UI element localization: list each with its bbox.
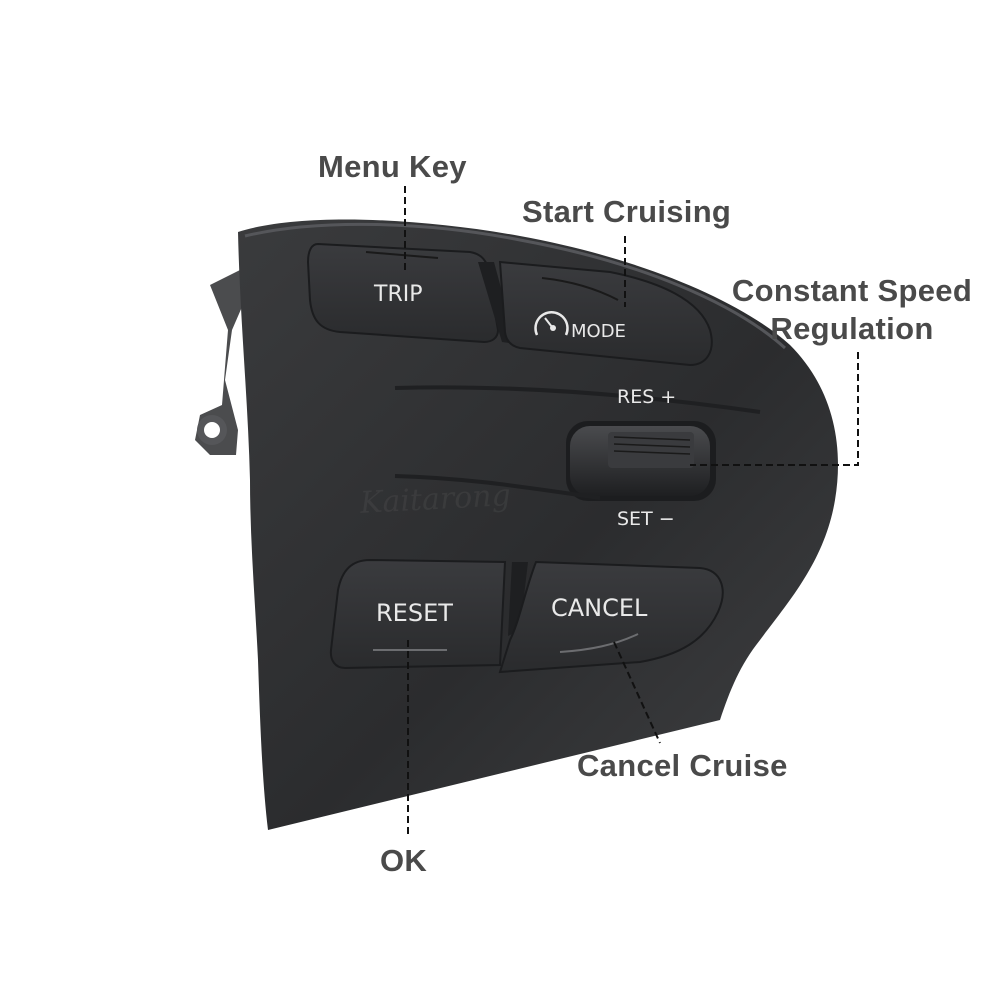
callout-constant-speed-line1: Constant Speed <box>731 273 973 308</box>
reset-button[interactable]: RESET <box>329 558 507 670</box>
mode-tactile-line <box>541 277 619 301</box>
trip-label: TRIP <box>373 282 422 307</box>
mode-label: MODE <box>571 321 626 342</box>
callout-constant-speed: Constant Speed Regulation <box>714 272 990 348</box>
callout-start-cruising: Start Cruising <box>522 194 732 229</box>
trip-button[interactable]: TRIP <box>306 242 500 344</box>
reset-label: RESET <box>376 599 453 627</box>
callout-constant-speed-line2: Regulation <box>770 311 934 346</box>
switch-body <box>238 219 838 830</box>
speedometer-icon <box>534 310 569 336</box>
callout-cancel-cruise: Cancel Cruise <box>577 748 788 783</box>
res-plus-label: RES + <box>617 386 676 408</box>
button-divider-lower <box>508 562 528 636</box>
speed-toggle-switch[interactable] <box>566 421 716 501</box>
cancel-button[interactable]: CANCEL <box>498 560 724 674</box>
leader-lines <box>404 186 859 838</box>
callout-menu-key: Menu Key <box>318 149 467 184</box>
trip-tactile-line <box>365 251 439 259</box>
leader-cancel-cruise <box>613 641 661 744</box>
housing-ridge <box>394 385 761 414</box>
leader-constant-speed <box>690 352 859 466</box>
housing-ridge-lower <box>394 474 601 500</box>
set-minus-label: SET − <box>617 508 675 530</box>
cancel-tactile-line <box>559 633 639 653</box>
callout-ok: OK <box>380 843 428 878</box>
cancel-label: CANCEL <box>551 594 648 622</box>
mode-button[interactable]: MODE <box>498 260 713 367</box>
mounting-bracket <box>195 270 245 455</box>
